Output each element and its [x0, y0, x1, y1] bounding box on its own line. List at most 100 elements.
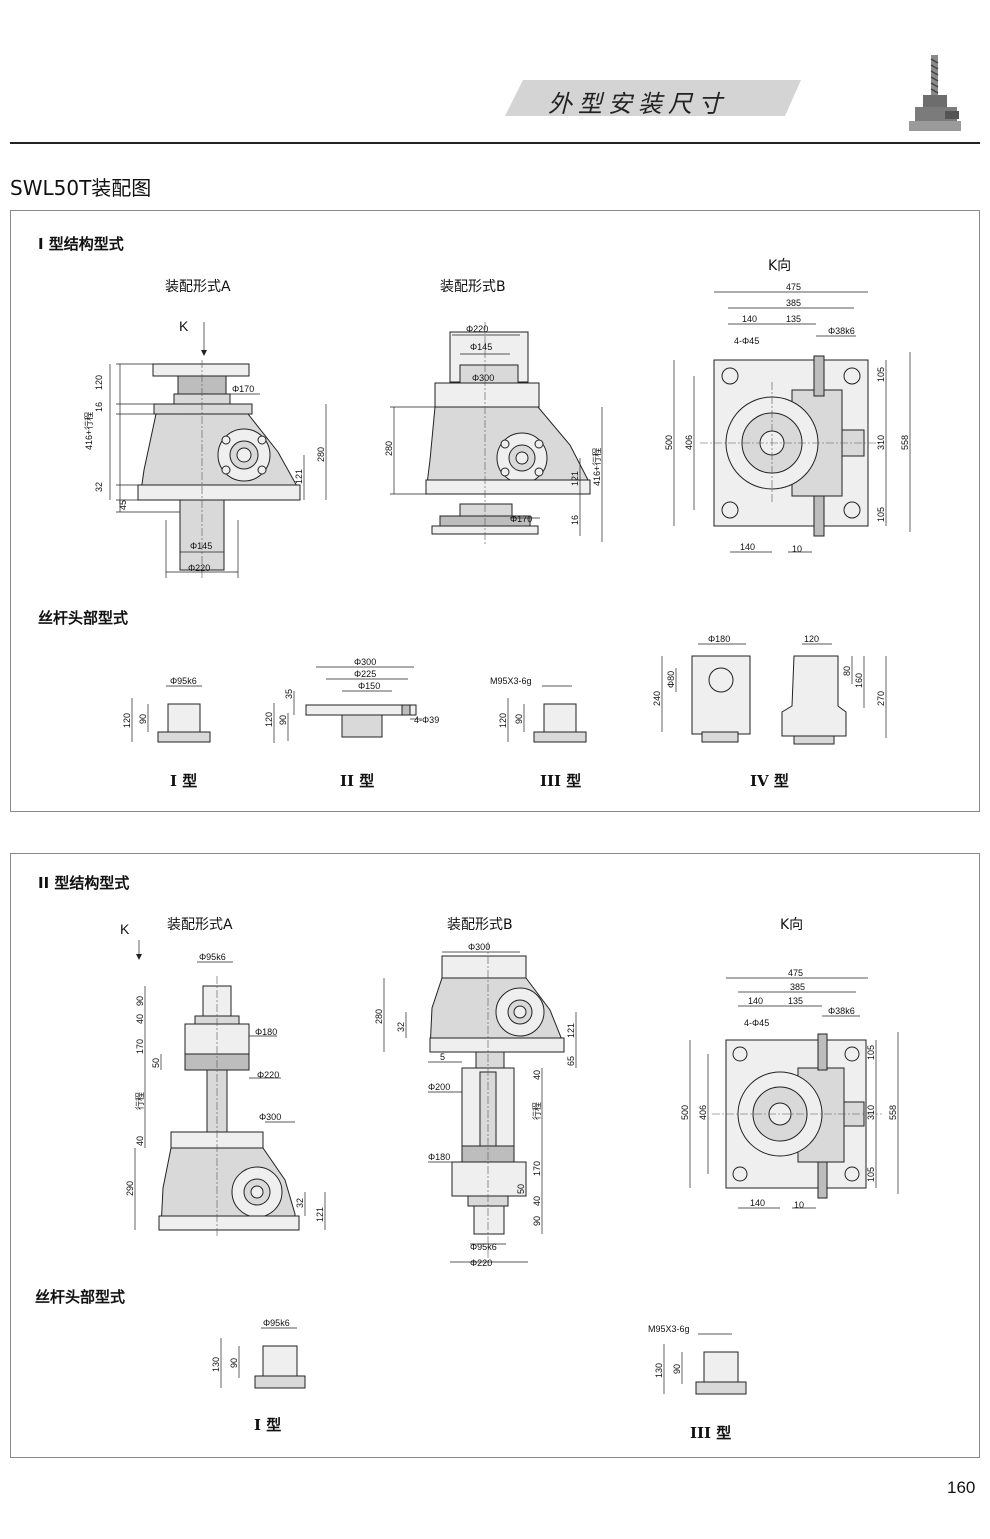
svg-text:Φ180: Φ180	[428, 1152, 450, 1162]
svg-text:140: 140	[750, 1198, 765, 1208]
header-band	[505, 80, 801, 116]
svg-text:Φ180: Φ180	[255, 1027, 277, 1037]
svg-text:M95X3-6g: M95X3-6g	[490, 676, 532, 686]
svg-text:121: 121	[315, 1207, 325, 1222]
k-marker-2: K	[120, 921, 130, 937]
svg-text:160: 160	[854, 673, 864, 688]
svg-text:4-Φ45: 4-Φ45	[744, 1018, 769, 1028]
svg-text:Φ95k6: Φ95k6	[199, 952, 226, 962]
svg-text:Φ95k6: Φ95k6	[470, 1242, 497, 1252]
svg-text:385: 385	[786, 298, 801, 308]
assembly-b-drawing-2: Φ300 280 32 121 5 65 40 Φ200 行程 Φ180 170…	[374, 942, 577, 1268]
svg-text:310: 310	[866, 1105, 876, 1120]
svg-text:10: 10	[792, 544, 802, 554]
svg-text:120: 120	[804, 634, 819, 644]
assembly-b-label-2: 装配形式B	[447, 917, 513, 933]
svg-text:475: 475	[786, 282, 801, 292]
svg-text:65: 65	[566, 1056, 576, 1066]
svg-text:140: 140	[742, 314, 757, 324]
svg-text:170: 170	[532, 1161, 542, 1176]
svg-text:5: 5	[440, 1052, 445, 1062]
svg-text:35: 35	[284, 689, 294, 699]
svg-text:140: 140	[740, 542, 755, 552]
svg-text:120: 120	[498, 713, 508, 728]
svg-text:121: 121	[570, 471, 580, 486]
svg-text:Φ225: Φ225	[354, 669, 376, 679]
assembly-b-drawing: Φ220 Φ145 Φ300 280 416+行程 121 Φ170 16	[384, 322, 603, 546]
svg-text:385: 385	[790, 982, 805, 992]
svg-text:40: 40	[532, 1070, 542, 1080]
svg-text:Φ145: Φ145	[470, 342, 492, 352]
svg-text:90: 90	[229, 1358, 239, 1368]
screw-type-3-drawing: M95X3-6g 120 90	[490, 676, 587, 743]
svg-text:406: 406	[684, 435, 694, 450]
svg-text:105: 105	[876, 367, 886, 382]
k-marker: K	[179, 318, 189, 334]
svg-text:Φ300: Φ300	[354, 657, 376, 667]
svg-text:290: 290	[125, 1181, 135, 1196]
svg-text:Φ220: Φ220	[466, 324, 488, 334]
svg-text:80: 80	[842, 666, 852, 676]
svg-text:416+行程: 416+行程	[591, 448, 602, 486]
panel-type-1	[10, 210, 980, 812]
svg-text:406: 406	[698, 1105, 708, 1120]
svg-text:500: 500	[664, 435, 674, 450]
svg-text:130: 130	[211, 1357, 221, 1372]
svg-text:120: 120	[122, 713, 132, 728]
screw-type-2-label: II 型	[340, 772, 375, 790]
svg-text:Φ220: Φ220	[188, 563, 210, 573]
svg-text:121: 121	[566, 1023, 576, 1038]
svg-text:Φ220: Φ220	[470, 1258, 492, 1268]
header-rule	[10, 142, 980, 144]
svg-text:90: 90	[514, 714, 524, 724]
svg-text:Φ95k6: Φ95k6	[170, 676, 197, 686]
page-heading: SWL50T装配图	[10, 176, 152, 200]
screw-type-4-drawing: Φ180 240 Φ80 120 80 160 270	[652, 634, 887, 745]
svg-text:行程: 行程	[531, 1102, 542, 1120]
screw-type-1-drawing-2: Φ95k6 130 90	[211, 1318, 306, 1389]
screw-type-2-drawing: Φ300 Φ225 Φ150 35 120 90 4-Φ39	[264, 657, 439, 743]
svg-text:558: 558	[888, 1105, 898, 1120]
svg-text:280: 280	[374, 1009, 384, 1024]
svg-text:Φ220: Φ220	[257, 1070, 279, 1080]
svg-text:240: 240	[652, 691, 662, 706]
k-view-drawing: 475 385 140 135 Φ38k6 4-Φ45 500 406 105 …	[664, 282, 911, 554]
svg-text:140: 140	[748, 996, 763, 1006]
section1-title: I 型结构型式	[38, 235, 124, 253]
assembly-a-label: 装配形式A	[165, 279, 231, 295]
k-view-label: K向	[768, 258, 792, 274]
svg-text:Φ200: Φ200	[428, 1082, 450, 1092]
svg-text:Φ300: Φ300	[472, 373, 494, 383]
svg-text:Φ80: Φ80	[666, 671, 676, 688]
svg-text:90: 90	[138, 714, 148, 724]
svg-text:Φ300: Φ300	[468, 942, 490, 952]
svg-text:135: 135	[788, 996, 803, 1006]
svg-text:40: 40	[135, 1136, 145, 1146]
svg-text:16: 16	[94, 402, 104, 412]
page-number: 160	[947, 1478, 976, 1497]
k-view-drawing-2: 475 385 140 135 Φ38k6 4-Φ45 500 406 105 …	[680, 968, 899, 1210]
svg-text:4-Φ39: 4-Φ39	[414, 715, 439, 725]
svg-text:416+行程: 416+行程	[83, 412, 94, 450]
svg-text:170: 170	[135, 1039, 145, 1054]
svg-text:105: 105	[876, 507, 886, 522]
assembly-a-drawing: 120 16 416+行程 32 45 Φ170 280 121 Φ145 Φ2…	[83, 322, 327, 578]
screw-type-3-drawing-2: M95X3-6g 130 90	[648, 1324, 747, 1395]
svg-text:280: 280	[316, 447, 326, 462]
screw-type-1-label-2: I 型	[254, 1416, 282, 1434]
svg-text:行程: 行程	[134, 1092, 145, 1110]
svg-text:40: 40	[135, 1014, 145, 1024]
svg-text:Φ38k6: Φ38k6	[828, 326, 855, 336]
svg-text:Φ150: Φ150	[358, 681, 380, 691]
svg-text:Φ170: Φ170	[232, 384, 254, 394]
k-view-label-2: K向	[780, 917, 804, 933]
svg-text:Φ170: Φ170	[510, 514, 532, 524]
screw-section-title: 丝杆头部型式	[38, 609, 129, 627]
svg-text:120: 120	[94, 375, 104, 390]
screw-type-1-drawing: Φ95k6 120 90	[122, 676, 211, 743]
svg-text:Φ180: Φ180	[708, 634, 730, 644]
section2-title: II 型结构型式	[38, 874, 130, 892]
svg-text:Φ95k6: Φ95k6	[263, 1318, 290, 1328]
svg-text:32: 32	[295, 1198, 305, 1208]
svg-text:Φ38k6: Φ38k6	[828, 1006, 855, 1016]
